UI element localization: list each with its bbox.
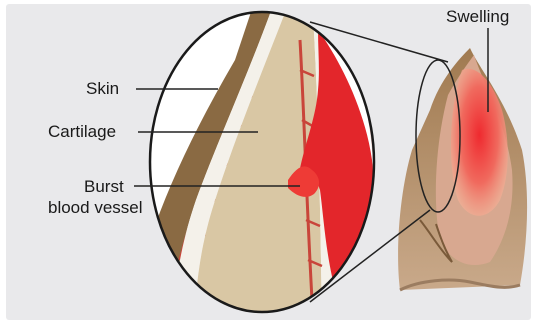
- label-swelling: Swelling: [446, 7, 509, 26]
- label-burst-line1: Burst: [84, 177, 124, 196]
- label-cartilage: Cartilage: [48, 122, 116, 141]
- label-burst-line2: blood vessel: [48, 198, 143, 217]
- label-skin: Skin: [86, 79, 119, 98]
